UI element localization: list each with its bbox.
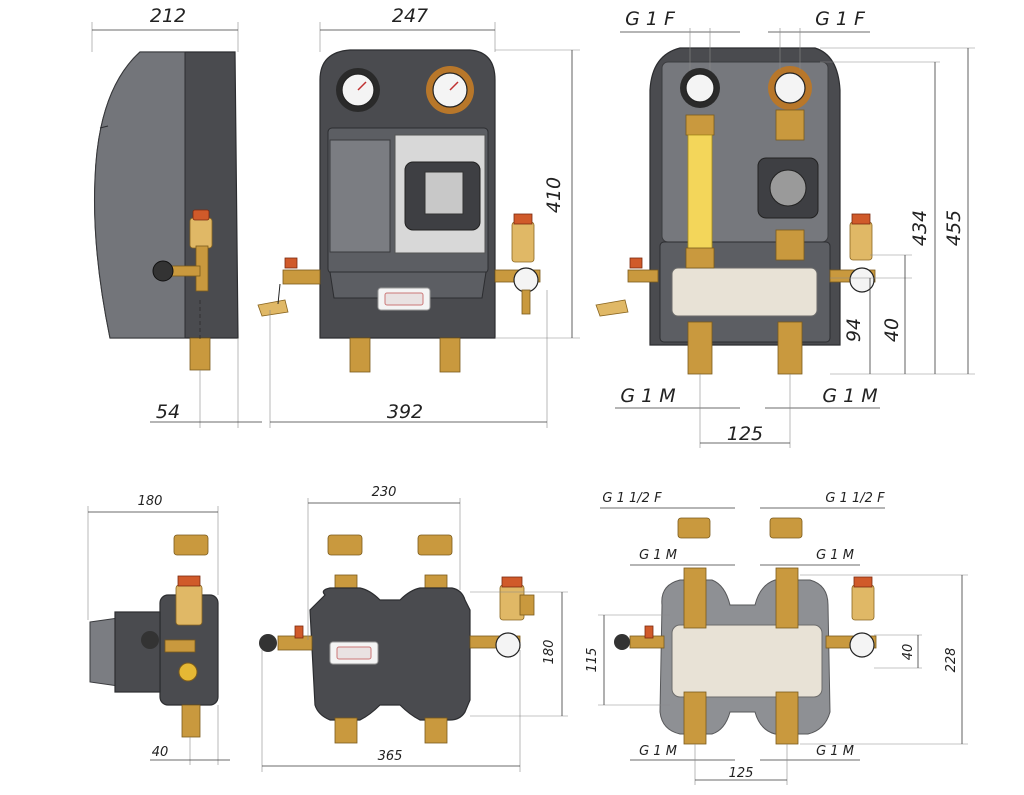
thread-plan-g1m-top-right: G 1 M [816,548,854,563]
bottom-section-view [614,517,877,745]
side-view [93,51,239,371]
bottom-front-view [259,534,535,744]
dim-365: 365 [378,749,403,764]
dim-plan-40: 40 [901,644,916,661]
bottom-front-dims: 230 180 365 [261,485,568,772]
dim-230: 230 [372,485,397,500]
dim-212: 212 [150,5,186,27]
dim-54: 54 [156,401,180,423]
thread-g1m-left: G 1 M [620,385,675,407]
dim-434: 434 [909,210,931,246]
dim-180-side: 180 [138,494,163,509]
front-dims: 247 410 392 [269,5,580,428]
front-view [257,49,541,373]
dim-125-top: 125 [727,423,763,445]
bottom-side-view [89,534,219,738]
dim-40-side: 40 [152,745,169,760]
thread-g112f-right: G 1 1/2 F [825,491,885,506]
thread-g112f-left: G 1 1/2 F [602,491,662,506]
dim-180-height: 180 [542,640,557,665]
bottom-section-dims: G 1 1/2 F G 1 1/2 F G 1 M G 1 M 115 40 2… [585,491,968,785]
dim-125-bottom: 125 [729,766,754,781]
dim-247: 247 [392,5,428,27]
dim-228: 228 [944,648,959,673]
thread-g1f-left: G 1 F [625,8,676,30]
open-view [595,47,876,375]
thread-g1f-right: G 1 F [815,8,866,30]
thread-g1m-right: G 1 M [822,385,877,407]
dim-94: 94 [843,318,865,342]
thread-plan-g1m-bottom-right: G 1 M [816,744,854,759]
dim-115: 115 [585,648,600,673]
thread-plan-g1m-top-left: G 1 M [639,548,677,563]
dim-40: 40 [881,318,903,342]
open-dims: G 1 F G 1 F 455 434 94 40 G 1 M G 1 M 12… [615,8,975,448]
dim-455: 455 [943,210,965,246]
dim-410: 410 [543,177,565,213]
bottom-side-dims: 180 40 [87,494,230,765]
dim-392: 392 [387,401,423,423]
thread-plan-g1m-bottom-left: G 1 M [639,744,677,759]
side-dims: 212 54 [91,5,262,428]
